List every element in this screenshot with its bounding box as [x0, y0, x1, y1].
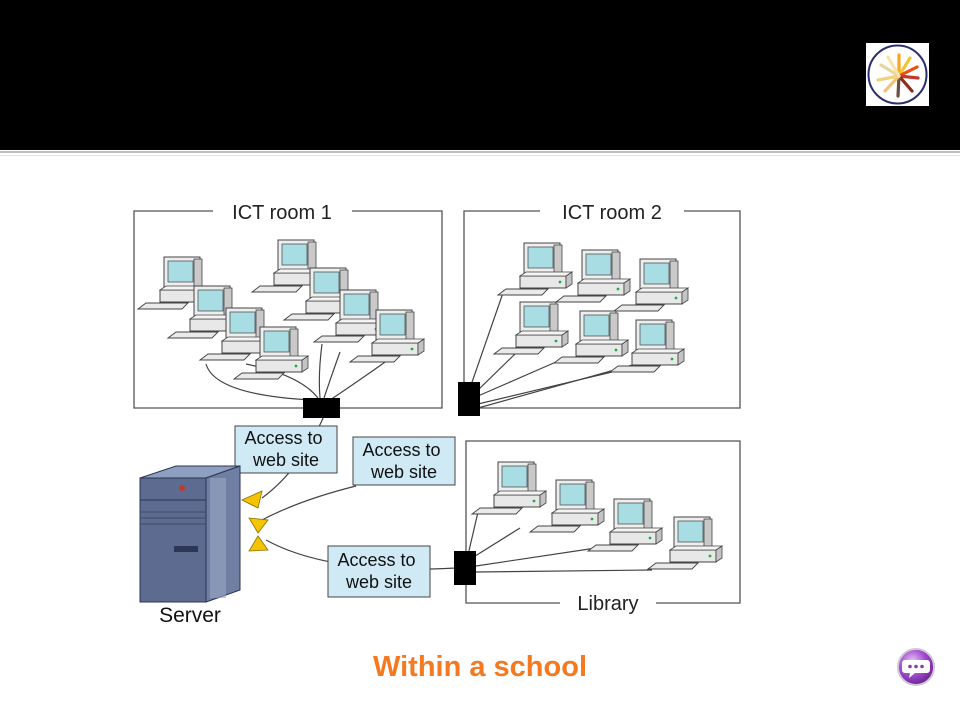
access-label-3: Access to web site [327, 545, 431, 598]
server-label: Server [159, 604, 221, 627]
room-label-library: Library [577, 593, 638, 615]
room-box-library [465, 440, 741, 604]
hub-ict2 [458, 382, 480, 416]
request-arrows [241, 490, 269, 552]
title-bar [0, 0, 960, 150]
title-bar-rule [0, 151, 960, 153]
ict2-computers [493, 242, 689, 373]
title-bar-rule-light [0, 155, 960, 156]
hub-ict1 [303, 398, 340, 418]
svg-text:Access to web site: Access to web site [244, 428, 327, 470]
access-label-1-line1: Access to [244, 428, 322, 448]
room-box-ict1 [133, 210, 443, 409]
speech-bubble-next-icon[interactable] [896, 647, 936, 687]
room-box-ict2 [463, 210, 741, 409]
rainbow-sun-logo-icon [866, 43, 929, 106]
hub-library [454, 551, 476, 585]
svg-text:Access to web site: Access to web site [337, 550, 420, 592]
access-label-3-line1: Access to [337, 550, 415, 570]
slide-caption: Within a school [372, 651, 588, 683]
ict1-computers [137, 239, 425, 380]
access-label-1: Access to web site [234, 425, 338, 474]
room-label-ict1: ICT room 1 [232, 202, 332, 224]
access-label-2-line2: web site [370, 462, 437, 482]
access-label-3-line2: web site [345, 572, 412, 592]
server-icon [139, 465, 241, 603]
room-label-ict2: ICT room 2 [562, 202, 662, 224]
svg-text:Access to web site: Access to web site [362, 440, 445, 482]
library-computers [471, 461, 723, 570]
access-label-2-line1: Access to [362, 440, 440, 460]
access-label-1-line2: web site [252, 450, 319, 470]
access-label-2: Access to web site [352, 436, 456, 486]
